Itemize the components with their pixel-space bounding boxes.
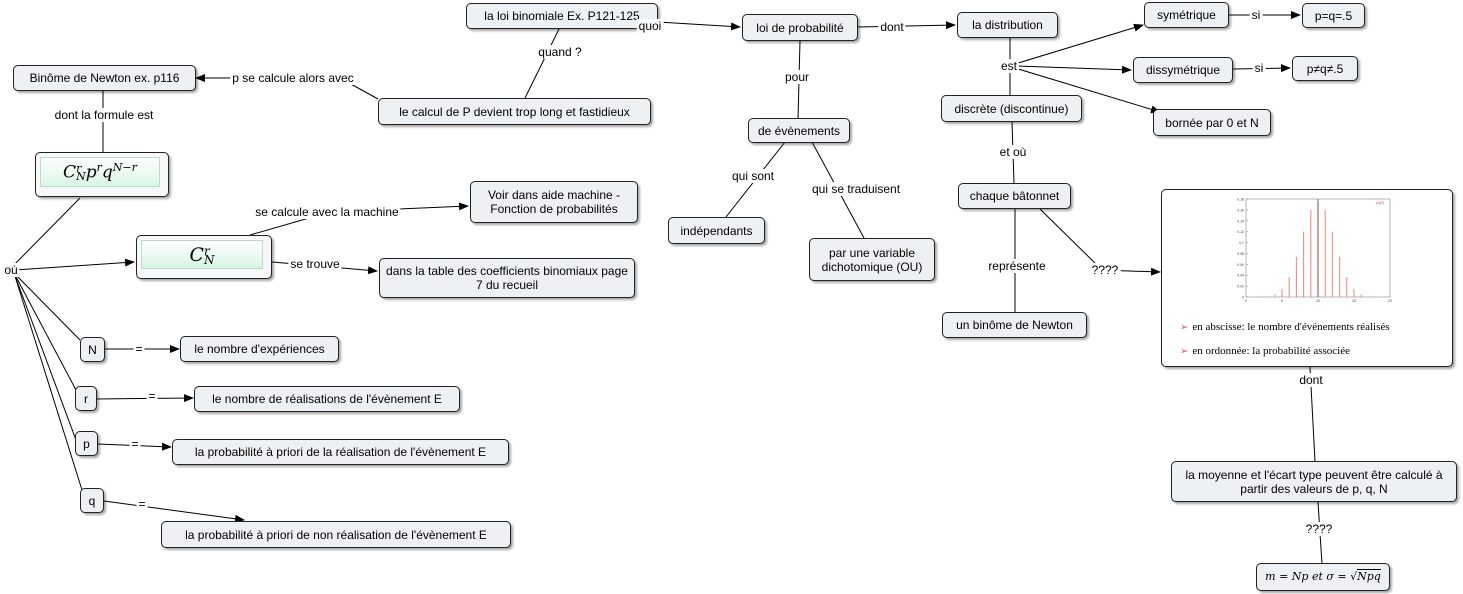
node-p[interactable]: p [75,431,98,456]
node-N-definition[interactable]: le nombre d'expériences [180,336,339,362]
label-qui-se-traduisent: qui se traduisent [809,182,903,196]
node-p-definition[interactable]: la probabilité à priori de la réalisatio… [172,439,509,465]
chart-legend: pa(0) [1376,201,1384,205]
node-dissymetrique[interactable]: dissymétrique [1133,57,1233,83]
label-si-1: si [1249,8,1263,22]
arrow-bullet-icon: ➢ [1180,346,1189,357]
sqrt-symbol: √ [1350,570,1358,583]
node-dichotomique[interactable]: par une variable dichotomique (OU) [809,238,935,281]
label-qui-sont: qui sont [729,169,777,183]
label-question-1: ???? [1089,263,1121,277]
node-formula-final[interactable]: m = Np et σ = √Npq [1256,563,1390,591]
node-evenements[interactable]: de évènements [748,118,850,143]
formula-final-text: m = Np et σ = [1265,570,1351,583]
label-egal-4: = [136,497,148,511]
node-table-coefficients[interactable]: dans la table des coefficients binomiaux… [379,258,635,298]
bullet-ordonnee: ➢en ordonnée: la probabilité associée [1180,345,1350,357]
label-dont-formule: dont la formule est [52,108,156,122]
x-tick-label: 5 [1281,299,1283,303]
node-pq-egal[interactable]: p=q=.5 [1302,3,1365,28]
x-tick-label: 0 [1245,299,1247,303]
node-bornee[interactable]: bornée par 0 et N [1153,109,1271,136]
node-binome-ex[interactable]: Binôme de Newton ex. p116 [13,65,196,91]
label-est: est [998,59,1020,73]
node-N[interactable]: N [80,337,105,362]
arrow-bullet-icon: ➢ [1180,322,1189,333]
node-r[interactable]: r [75,386,97,411]
label-se-trouve: se trouve [288,257,342,271]
x-tick-label: 20 [1388,299,1392,303]
x-tick-label: 10 [1316,299,1320,303]
label-p-se-calcule: p se calcule alors avec [230,71,356,85]
y-tick-label: 0.14 [1237,219,1244,223]
node-independants[interactable]: indépendants [668,217,765,244]
label-si-2: si [1252,61,1266,75]
label-ou: où [2,263,20,277]
y-tick-label: 0.02 [1237,285,1244,289]
node-symetrique[interactable]: symétrique [1144,2,1229,28]
node-pq-different[interactable]: p≠q≠.5 [1292,56,1358,81]
label-egal-1: = [133,342,145,356]
node-calcul-long[interactable]: le calcul de P devient trop long et fast… [378,98,651,125]
y-tick-label: 0.04 [1237,274,1244,278]
y-tick-label: 0.08 [1237,252,1244,256]
y-tick-label: 0.18 [1237,198,1244,202]
y-tick-label: 0.12 [1237,230,1244,234]
label-dont-1: dont [878,20,906,34]
label-question-2: ???? [1303,522,1335,536]
label-pour: pour [782,70,812,84]
node-q-definition[interactable]: la probabilité à priori de non réalisati… [161,521,511,548]
label-et-ou: et où [997,145,1029,159]
label-represente: représente [986,259,1048,273]
node-binome-newton[interactable]: un binôme de Newton [942,312,1087,338]
node-chaque-batonnet[interactable]: chaque bâtonnet [958,183,1071,209]
label-se-calcule-machine: se calcule avec la machine [253,205,401,219]
bullet-abscisse-text: en abscisse: le nombre d'événements réal… [1192,321,1390,333]
node-loi-binomiale[interactable]: la loi binomiale Ex. P121-125 [466,3,658,29]
y-tick-label: 0 [1242,296,1244,300]
node-distribution[interactable]: la distribution [957,12,1058,38]
bullet-ordonnee-text: en ordonnée: la probabilité associée [1192,345,1350,357]
node-moyenne-ecart-type[interactable]: la moyenne et l'écart type peuvent être … [1171,461,1457,502]
node-aide-machine[interactable]: Voir dans aide machine - Fonction de pro… [470,181,638,223]
label-egal-3: = [129,437,141,451]
label-dont-2: dont [1297,373,1325,387]
node-discrete[interactable]: discrète (discontinue) [941,95,1082,122]
y-tick-label: 0.06 [1237,263,1244,267]
y-tick-label: 0.1 [1239,241,1244,245]
x-tick-label: 15 [1352,299,1356,303]
label-egal-2: = [146,389,158,403]
label-quoi: quoi [636,19,664,33]
node-q[interactable]: q [80,488,104,513]
formula-final-radicand: Npq [1357,569,1381,583]
y-tick-label: 0.16 [1237,208,1244,212]
node-loi-probabilite[interactable]: loi de probabilité [742,14,858,41]
node-r-definition[interactable]: le nombre de réalisations de l'évènement… [194,386,460,412]
bullet-abscisse: ➢en abscisse: le nombre d'événements réa… [1180,321,1390,333]
label-quand: quand ? [536,45,584,59]
